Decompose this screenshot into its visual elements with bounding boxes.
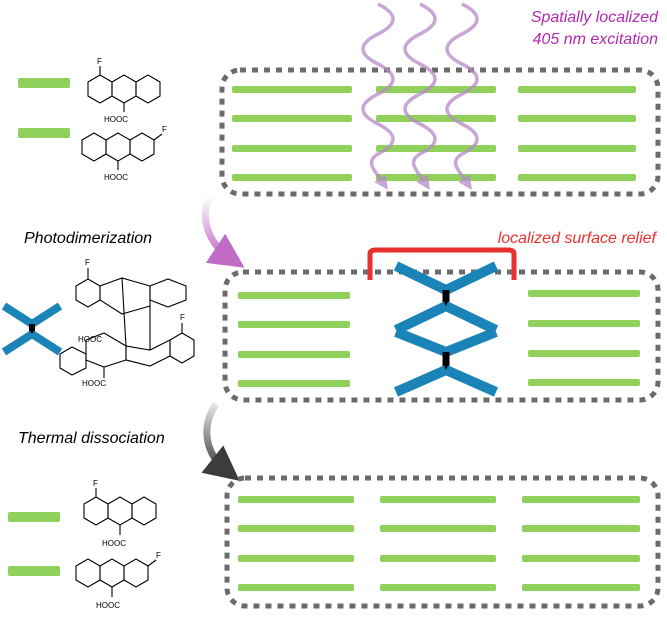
excitation-label-line1: Spatially localized xyxy=(531,9,659,26)
monomer-bar xyxy=(528,290,640,297)
monomer-bar xyxy=(528,320,640,327)
monomer-bar xyxy=(380,496,496,503)
anthracene-monomer-structure xyxy=(75,558,157,597)
anthracene-monomer-structure xyxy=(87,66,161,112)
monomer-layer-left xyxy=(238,292,350,387)
monomer-bar xyxy=(528,350,640,357)
monomer-bar xyxy=(232,145,352,152)
monomer-bar xyxy=(238,555,354,562)
monomer-bar xyxy=(518,115,636,122)
monomer-bar xyxy=(522,555,640,562)
monomer-bar-icon xyxy=(8,512,60,522)
anthracene-dimer-structure xyxy=(59,268,195,378)
monomer-bar xyxy=(376,115,496,122)
monomer-bar xyxy=(238,584,354,591)
monomer-bar xyxy=(376,145,496,152)
carboxyl-label: HOOC xyxy=(102,539,126,548)
excitation-wave-group xyxy=(361,2,479,190)
monomer-bar xyxy=(518,86,636,93)
monomer-bar xyxy=(238,292,350,299)
legend-monomers-bottom xyxy=(8,512,60,576)
monomer-bar xyxy=(238,380,350,387)
fluorine-label: F xyxy=(85,258,90,267)
monomer-bar xyxy=(380,555,496,562)
monomer-bar xyxy=(238,321,350,328)
carboxyl-label: HOOC xyxy=(78,335,102,344)
surface-relief-bracket xyxy=(367,247,517,280)
fluorine-label: F xyxy=(180,313,185,322)
dimer-x-shape-icon xyxy=(1,302,63,356)
monomer-bar xyxy=(522,584,640,591)
surface-relief-label: localized surface relief xyxy=(498,230,658,247)
film-box-initial xyxy=(219,67,661,197)
dimer-x-shape-icon xyxy=(393,327,499,397)
fluorine-label: F xyxy=(97,57,102,66)
excitation-label-line2: 405 nm excitation xyxy=(533,31,659,48)
monomer-layer-restored xyxy=(238,496,640,591)
monomer-bar xyxy=(522,496,640,503)
monomer-bar xyxy=(232,86,352,93)
dimer-x-shape-icon xyxy=(393,261,499,335)
monomer-bar-icon xyxy=(8,566,60,576)
anthracene-monomer-structure xyxy=(81,132,163,170)
monomer-bar xyxy=(238,525,354,532)
carboxyl-label: HOOC xyxy=(82,379,106,388)
anthracene-monomer-structure xyxy=(83,488,157,535)
monomer-layer-right xyxy=(528,290,640,386)
carboxyl-label: HOOC xyxy=(96,601,120,610)
monomer-bar xyxy=(376,174,496,181)
monomer-bar xyxy=(522,525,640,532)
monomer-bar xyxy=(380,584,496,591)
wavy-arrow-icon xyxy=(403,2,437,190)
thermal-dissociation-label: Thermal dissociation xyxy=(18,430,165,447)
monomer-bar xyxy=(380,525,496,532)
monomer-bar xyxy=(518,174,636,181)
monomer-bar xyxy=(238,496,354,503)
monomer-layer-initial xyxy=(232,86,636,181)
monomer-bar xyxy=(232,115,352,122)
fluorine-label: F xyxy=(162,125,167,134)
film-box-dimerized xyxy=(222,269,661,403)
wavy-arrow-icon xyxy=(445,2,479,190)
wavy-arrow-icon xyxy=(361,2,395,190)
monomer-bar-icon xyxy=(18,128,70,138)
process-arrow-thermal xyxy=(201,402,240,481)
monomer-bar-icon xyxy=(18,78,70,88)
process-arrow-photodimerization xyxy=(202,194,245,268)
film-box-restored xyxy=(224,475,661,609)
monomer-bar xyxy=(376,86,496,93)
photodimerization-label: Photodimerization xyxy=(24,230,152,247)
fluorine-label: F xyxy=(156,551,161,560)
carboxyl-label: HOOC xyxy=(104,173,128,182)
monomer-bar xyxy=(232,174,352,181)
dimer-stack xyxy=(393,261,499,397)
monomer-bar xyxy=(238,351,350,358)
fluorine-label: F xyxy=(93,479,98,488)
legend-monomers-top xyxy=(18,78,70,138)
carboxyl-label: HOOC xyxy=(104,115,128,124)
monomer-bar xyxy=(518,145,636,152)
monomer-bar xyxy=(528,379,640,386)
